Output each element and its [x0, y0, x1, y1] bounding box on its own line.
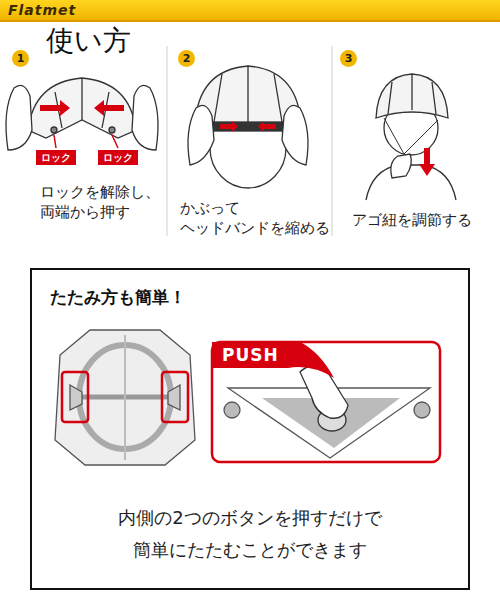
fold-body: 内側の2つのボタンを押すだけで 簡単にたたむことができます: [42, 502, 458, 566]
step3-illustration: [366, 74, 456, 200]
illustration-part: [188, 105, 214, 165]
push-tab: PUSH: [212, 342, 289, 368]
illustration-part: [168, 385, 180, 410]
zoom-panel: [212, 342, 440, 462]
fold-heading: たたみ方も簡単！: [50, 286, 186, 309]
illustration-part: [212, 342, 440, 462]
illustration-part: [167, 46, 168, 236]
illustration-part: [54, 135, 118, 148]
lock-text: ロック: [103, 151, 133, 164]
illustration-part: [224, 402, 240, 418]
lock-text: ロック: [41, 151, 71, 164]
illustration-part: [28, 78, 136, 138]
illustration-part: [300, 366, 348, 418]
step-number-text: 1: [17, 50, 25, 67]
step-caption: かぶって ヘッドバンドを縮める: [180, 198, 332, 238]
step-number: 1: [12, 50, 29, 67]
brand-name: Flatmet: [8, 2, 76, 19]
illustration-part: [162, 372, 188, 422]
illustration-part: [414, 402, 430, 418]
push-text: PUSH: [222, 345, 279, 365]
illustration-part: [376, 74, 448, 118]
fold-box: たたみ方も簡単！ 内側の2つのボタンを押すだけで 簡単にたたむことができます PUS…: [30, 268, 470, 590]
fold-top-view: [55, 330, 195, 465]
illustration-part: [124, 335, 126, 460]
illustration-part: [40, 100, 70, 116]
step-number: 3: [340, 50, 357, 67]
step-caption: ロックを解除し、 両端から押す: [40, 182, 166, 222]
header-band: Flatmet: [0, 0, 500, 22]
illustration-part: [51, 127, 57, 133]
illustration-part: [94, 100, 124, 116]
illustration-part: [212, 122, 284, 131]
step-number-text: 3: [345, 50, 353, 67]
illustration-part: [282, 105, 308, 165]
step-number-text: 2: [183, 50, 191, 67]
lock-tag: ロック: [36, 150, 76, 165]
step1-illustration: [6, 78, 158, 150]
page-title: 使い方: [46, 22, 131, 60]
lock-tag: ロック: [98, 150, 138, 165]
illustration-part: [220, 121, 238, 132]
illustration-part: [366, 165, 456, 200]
illustration-part: [55, 330, 195, 465]
step2-illustration: [188, 66, 308, 188]
illustration-part: [70, 385, 82, 410]
step-caption: アゴ紐を調節する: [352, 210, 492, 230]
illustration-part: [258, 121, 276, 132]
illustration-part: [212, 342, 334, 378]
illustration-part: [419, 148, 435, 176]
illustration-part: [62, 372, 88, 422]
illustration-part: [391, 154, 411, 178]
illustration-part: [332, 46, 333, 236]
step-number: 2: [178, 50, 195, 67]
illustration-part: [388, 74, 436, 114]
illustration-part: [132, 85, 158, 150]
illustration-part: [6, 85, 32, 150]
illustration-part: [214, 66, 282, 122]
illustration-part: [109, 127, 115, 133]
